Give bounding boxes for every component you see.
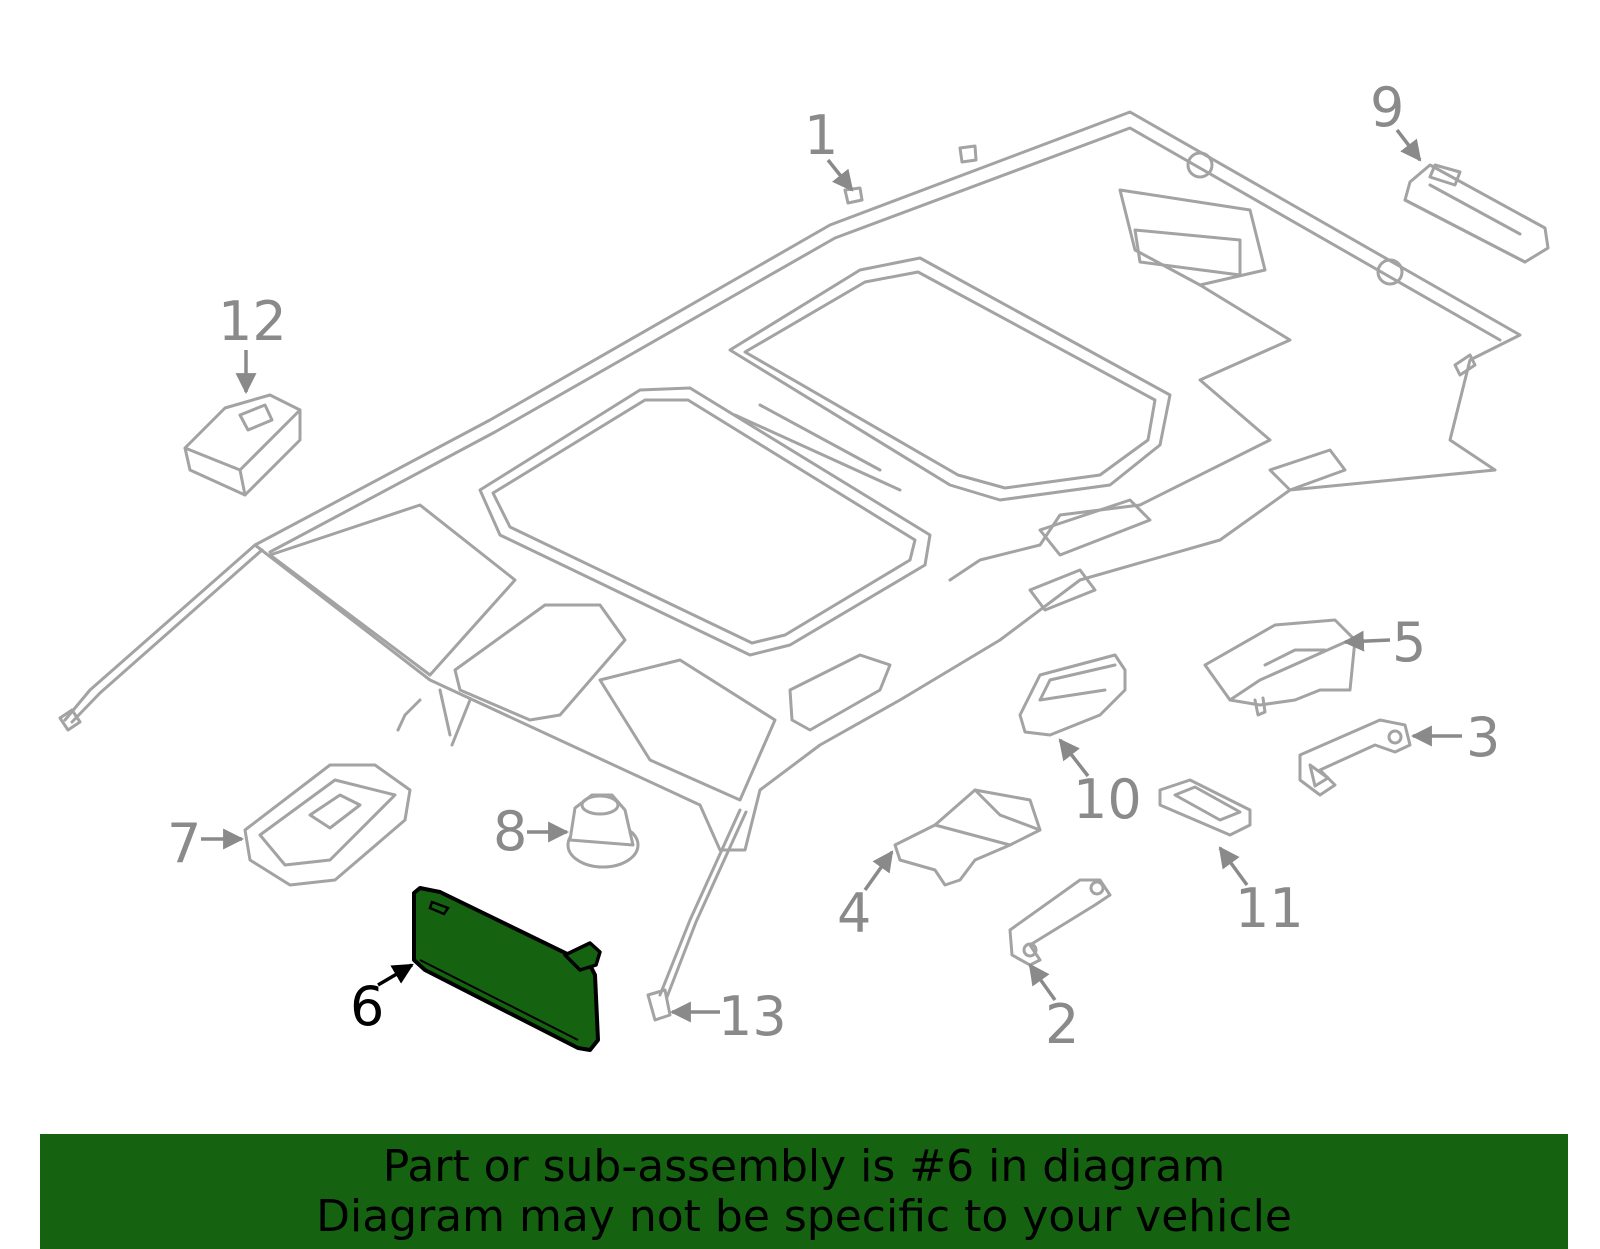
part-12-module xyxy=(183,393,302,497)
callout-4[interactable]: 4 xyxy=(837,882,871,945)
callout-5[interactable]: 5 xyxy=(1392,611,1426,674)
part-5-bracket xyxy=(1203,618,1357,717)
part-10-lamp xyxy=(1018,653,1127,737)
part-2-handle xyxy=(1008,878,1112,967)
callout-3[interactable]: 3 xyxy=(1466,706,1500,769)
callout-6[interactable]: 6 xyxy=(350,975,384,1038)
part-9-console xyxy=(1403,163,1550,264)
wiring-harness xyxy=(58,543,748,1022)
part-8-cap xyxy=(566,793,640,869)
callout-2[interactable]: 2 xyxy=(1045,993,1079,1056)
part-11-lens xyxy=(1158,778,1252,837)
part-6-sun-visor xyxy=(412,886,602,1052)
callout-13[interactable]: 13 xyxy=(718,985,787,1048)
callout-1[interactable]: 1 xyxy=(804,104,838,167)
part-4-bracket xyxy=(893,788,1042,887)
callout-11[interactable]: 11 xyxy=(1235,877,1304,940)
part-3-handle xyxy=(1298,718,1412,797)
callout-labels: 1 9 12 5 3 10 7 8 4 11 2 13 6 xyxy=(167,76,1500,1056)
callout-7[interactable]: 7 xyxy=(167,812,201,875)
callout-12[interactable]: 12 xyxy=(218,290,287,353)
banner-line-2: Diagram may not be specific to your vehi… xyxy=(316,1190,1292,1242)
callout-9[interactable]: 9 xyxy=(1370,76,1404,139)
callout-10[interactable]: 10 xyxy=(1073,768,1142,831)
part-7-dome-light xyxy=(243,763,412,887)
info-banner: Part or sub-assembly is #6 in diagram Di… xyxy=(40,1134,1568,1249)
banner-line-1: Part or sub-assembly is #6 in diagram xyxy=(382,1140,1226,1192)
parts-diagram: 1 9 12 5 3 10 7 8 4 11 2 13 6 xyxy=(58,76,1550,1056)
leader-lines xyxy=(201,128,1462,1023)
headliner xyxy=(253,110,1522,852)
callout-8[interactable]: 8 xyxy=(493,800,527,863)
